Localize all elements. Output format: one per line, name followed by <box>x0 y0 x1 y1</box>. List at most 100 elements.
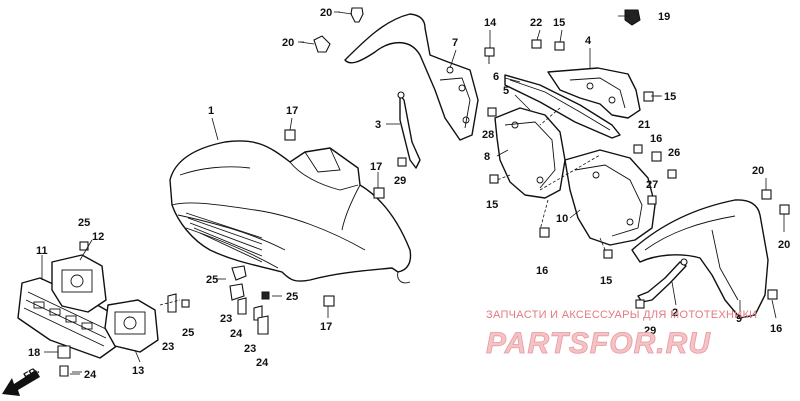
headlight-part-12[interactable] <box>51 254 107 313</box>
bolt-16-bottom[interactable] <box>767 289 778 300</box>
fr-label: FR. <box>22 365 42 383</box>
bolt-14[interactable] <box>484 47 495 64</box>
rod-part-3[interactable] <box>397 91 421 169</box>
bolt-16-right[interactable] <box>651 151 662 162</box>
guard-strip-part-6[interactable] <box>504 74 621 139</box>
clip-20-right-b[interactable] <box>779 204 790 215</box>
callout-25-a: 25 <box>78 217 90 229</box>
callout-19: 19 <box>658 11 670 23</box>
callout-3: 3 <box>375 119 381 131</box>
callout-17-c: 17 <box>320 321 332 333</box>
fender-flare-part-9[interactable] <box>631 199 769 319</box>
callout-16-a: 16 <box>650 133 662 145</box>
callout-18: 18 <box>28 347 40 359</box>
callout-25-d: 25 <box>182 327 194 339</box>
callout-6: 6 <box>493 71 499 83</box>
callout-11: 11 <box>36 245 48 257</box>
fastener-18[interactable] <box>57 345 71 359</box>
bolt-15-top[interactable] <box>554 41 565 51</box>
callout-9: 9 <box>736 313 742 325</box>
callout-17-a: 17 <box>286 105 298 117</box>
callout-2: 2 <box>672 307 678 319</box>
headlight-part-13[interactable] <box>104 299 159 353</box>
callout-24-a: 24 <box>230 328 243 340</box>
callout-16-c: 16 <box>770 323 782 335</box>
bolt-22[interactable] <box>531 39 542 49</box>
bracket-part-7[interactable] <box>344 13 479 141</box>
clip-19[interactable] <box>624 9 641 26</box>
rod-part-2[interactable] <box>637 258 688 303</box>
callout-20-b: 20 <box>282 37 294 49</box>
callout-15-b: 15 <box>664 91 676 103</box>
callout-labels: 1 2 3 4 5 6 7 8 9 10 11 12 13 14 15 15 1… <box>28 7 790 381</box>
callout-24-c: 24 <box>84 369 97 381</box>
inner-fender-part-10[interactable] <box>564 149 656 246</box>
fastener-23-b[interactable] <box>229 283 245 301</box>
inner-fender-part-8[interactable] <box>494 107 566 199</box>
callout-25-b: 25 <box>206 274 218 286</box>
clip-25-right[interactable] <box>261 291 270 300</box>
front-fender-part-1[interactable] <box>169 140 412 284</box>
clip-20-top[interactable] <box>350 7 364 23</box>
callout-8: 8 <box>484 151 490 163</box>
clip-20-mid[interactable] <box>313 35 331 53</box>
callout-10: 10 <box>556 213 568 225</box>
callout-26: 26 <box>668 147 680 159</box>
callout-28: 28 <box>482 129 494 141</box>
clip-20-right-a[interactable] <box>761 189 772 200</box>
callout-20-c: 20 <box>752 165 764 177</box>
callout-23-b: 23 <box>220 313 232 325</box>
watermark: ЗАПЧАСТИ И АКСЕССУАРЫ ДЛЯ МОТОТЕХНИКИ PA… <box>486 309 757 360</box>
bolt-15-right[interactable] <box>643 91 654 102</box>
bolt-17-bottom[interactable] <box>323 295 335 307</box>
callout-20-d: 20 <box>778 239 790 251</box>
callout-23-a: 23 <box>162 341 174 353</box>
callout-12: 12 <box>92 231 104 243</box>
bolt-21[interactable] <box>633 144 643 154</box>
bolt-28[interactable] <box>487 107 497 117</box>
watermark-caption: ЗАПЧАСТИ И АКСЕССУАРЫ ДЛЯ МОТОТЕХНИКИ <box>486 309 757 321</box>
bolt-15-left[interactable] <box>489 174 499 184</box>
callout-20-a: 20 <box>320 7 332 19</box>
callout-29-b: 29 <box>644 325 656 337</box>
callout-23-c: 23 <box>244 343 256 355</box>
callout-25-c: 25 <box>286 291 298 303</box>
clip-25-low[interactable] <box>181 299 190 308</box>
clip-25-mid[interactable] <box>231 265 247 281</box>
callout-21: 21 <box>638 119 650 131</box>
panel-part-4[interactable] <box>547 67 641 119</box>
bolt-16-left[interactable] <box>539 227 550 238</box>
front-direction-indicator: FR. <box>2 365 42 396</box>
assembly-lines <box>159 107 607 306</box>
callout-4: 4 <box>585 35 592 47</box>
callout-16-b: 16 <box>536 265 548 277</box>
leader-lines <box>41 11 785 373</box>
fastener-24-a[interactable] <box>237 297 247 315</box>
bolt-15-lower[interactable] <box>603 249 613 259</box>
callout-1: 1 <box>208 105 214 117</box>
callout-13: 13 <box>132 365 144 377</box>
fasteners <box>57 7 790 377</box>
callout-15-d: 15 <box>600 275 612 287</box>
fastener-24-c[interactable] <box>59 365 69 377</box>
callout-15-a: 15 <box>553 17 565 29</box>
fastener-24-b[interactable] <box>257 315 269 335</box>
callout-24-b: 24 <box>256 357 269 369</box>
callout-14: 14 <box>484 17 497 29</box>
bolt-17-mid[interactable] <box>373 187 385 199</box>
bolt-26[interactable] <box>667 169 677 179</box>
callout-29-a: 29 <box>394 175 406 187</box>
callout-7: 7 <box>452 37 458 49</box>
callout-27: 27 <box>646 179 658 191</box>
fr-arrow-icon <box>2 370 40 396</box>
fastener-23-a[interactable] <box>167 293 177 313</box>
bolt-29-top[interactable] <box>397 157 407 167</box>
callout-22: 22 <box>530 17 542 29</box>
bolt-27[interactable] <box>647 195 657 205</box>
bolt-17-top[interactable] <box>284 129 296 141</box>
watermark-logo: PARTSFOR.RU <box>486 327 711 360</box>
callout-5: 5 <box>503 85 509 97</box>
callout-17-b: 17 <box>370 161 382 173</box>
bolt-29-bottom[interactable] <box>635 299 645 309</box>
